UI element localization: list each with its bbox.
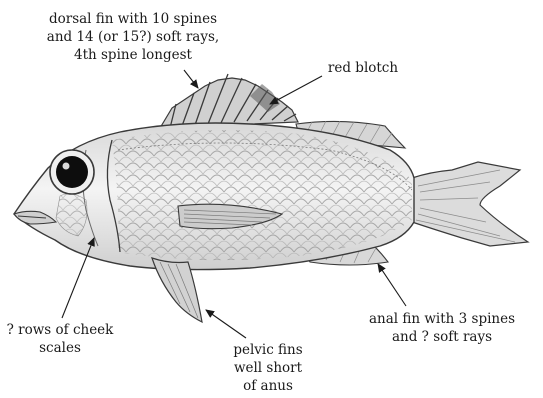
eye-highlight: [63, 163, 70, 170]
dorsal-fin-label-line-1: dorsal fin with 10 spines: [22, 10, 244, 28]
red-blotch-label: red blotch: [318, 59, 408, 77]
pelvic-fins-label: pelvic fins well short of anus: [218, 341, 318, 395]
red-blotch-label-line-1: red blotch: [318, 59, 408, 77]
eye-pupil: [56, 156, 88, 188]
dorsal-fin-label: dorsal fin with 10 spines and 14 (or 15?…: [22, 10, 244, 64]
anal-fin-label: anal fin with 3 spines and ? soft rays: [352, 310, 532, 346]
dorsal-arrow: [184, 70, 198, 88]
dorsal-fin-label-line-2: and 14 (or 15?) soft rays,: [22, 28, 244, 46]
cheek-scales-label: ? rows of cheek scales: [0, 321, 120, 357]
red-blotch-arrow: [270, 76, 322, 104]
anal-arrow: [378, 264, 406, 306]
pelvic-fins-label-line-1: pelvic fins: [218, 341, 318, 359]
cheek-scales-label-line-1: ? rows of cheek: [0, 321, 120, 339]
anal-fin-label-line-2: and ? soft rays: [352, 328, 532, 346]
dorsal-fin-label-line-3: 4th spine longest: [22, 46, 244, 64]
anal-fin-label-line-1: anal fin with 3 spines: [352, 310, 532, 328]
pelvic-arrow: [206, 310, 246, 338]
cheek-scales-label-line-2: scales: [0, 339, 120, 357]
pelvic-fins-label-line-3: of anus: [218, 377, 318, 395]
pelvic-fins-label-line-2: well short: [218, 359, 318, 377]
caudal-fin: [412, 162, 528, 246]
